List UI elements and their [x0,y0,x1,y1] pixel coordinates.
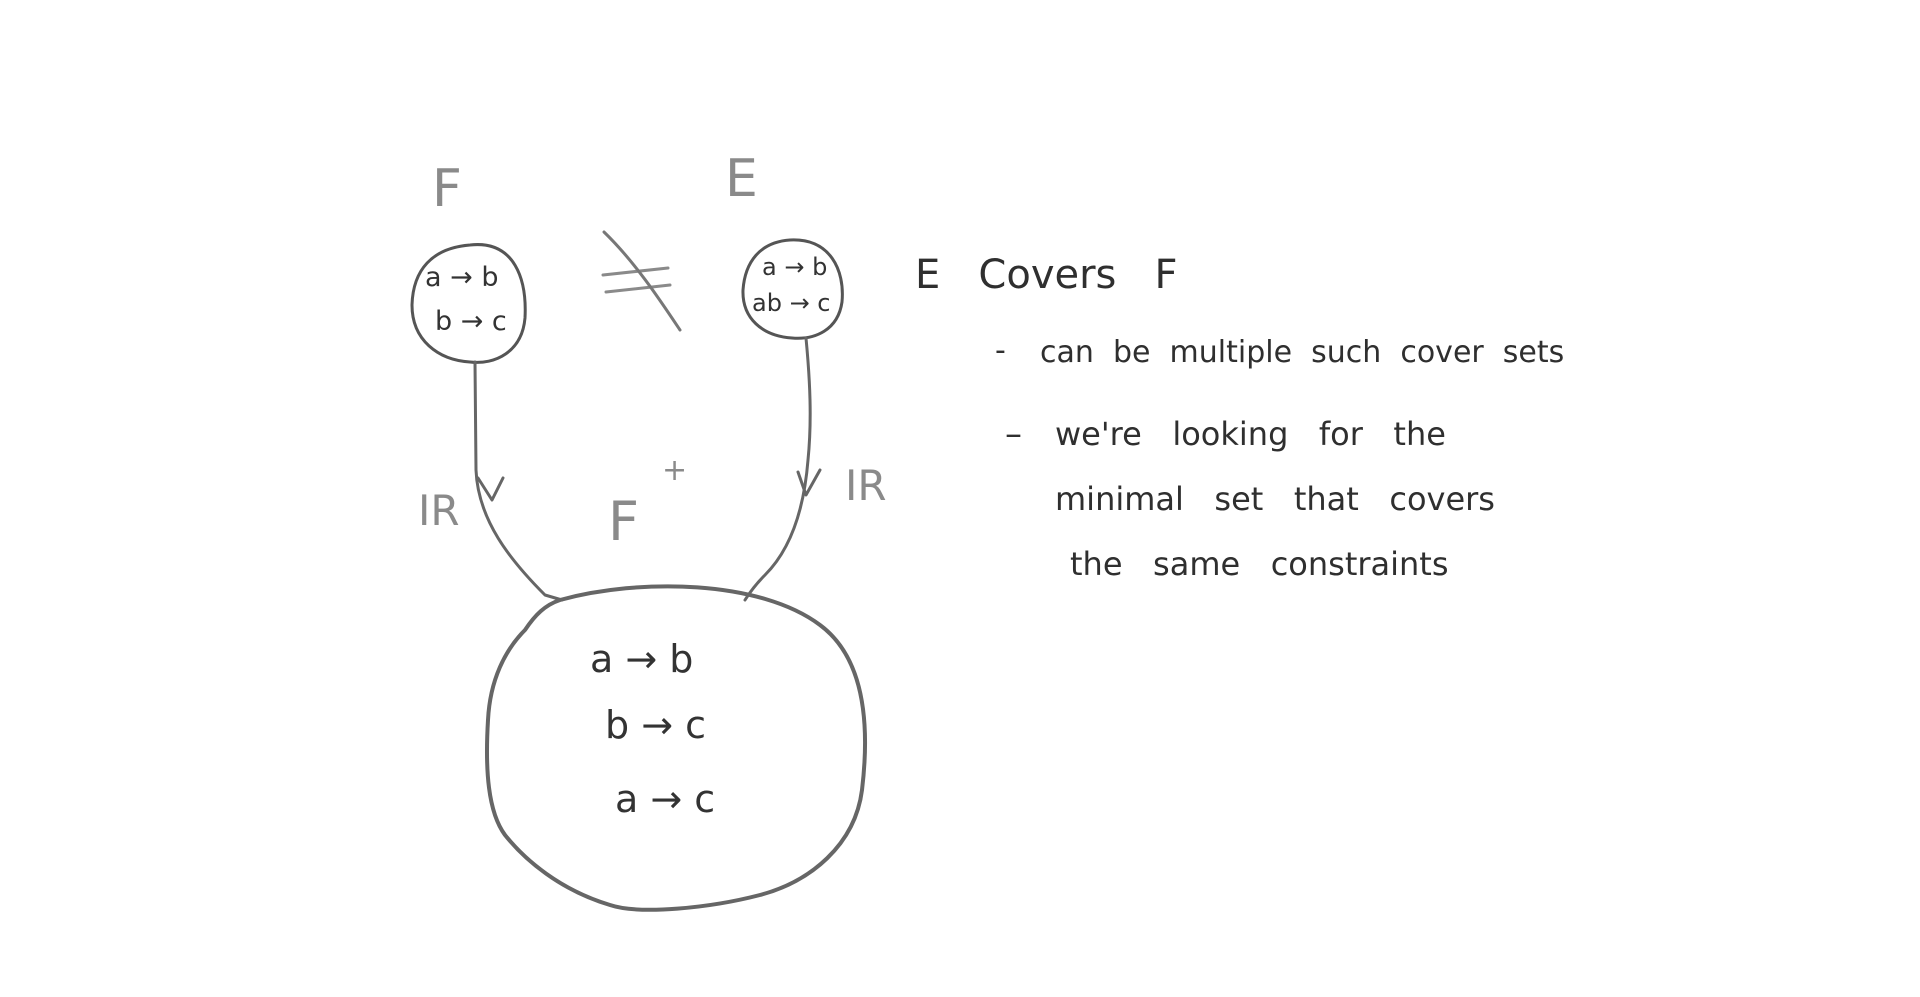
closure-rule-3: a → c [615,777,715,821]
edge-left [473,360,564,602]
set-e-circle [741,238,844,340]
bullet-2-line-3: the same constraints [1070,545,1449,583]
notes-heading: E Covers F [915,252,1178,298]
set-f-name: F [432,159,462,219]
set-e-name: E [725,149,758,209]
bullet-1-line-1: can be multiple such cover sets [1040,335,1564,370]
set-f-circle [410,243,527,364]
set-e-rule-2: ab → c [752,289,831,317]
edge-right-label: IR [845,461,887,510]
set-e-rule-1: a → b [762,253,827,281]
bullet-1-marker: - [995,333,1006,368]
bullet-2-line-2: minimal set that covers [1055,480,1495,518]
bullet-2-marker: – [1005,414,1022,454]
closure-rule-2: b → c [605,703,706,747]
set-f-rule-1: a → b [425,262,498,293]
not-equal-symbol [601,230,682,332]
set-f-rule-2: b → c [435,306,507,337]
closure-rule-1: a → b [590,637,693,681]
edge-left-label: IR [418,486,460,535]
closure-name: F [608,490,639,553]
edge-right [743,336,822,602]
closure-circle [485,584,868,912]
bullet-2-line-1: we're looking for the [1055,415,1446,453]
closure-superscript: + [662,453,687,488]
